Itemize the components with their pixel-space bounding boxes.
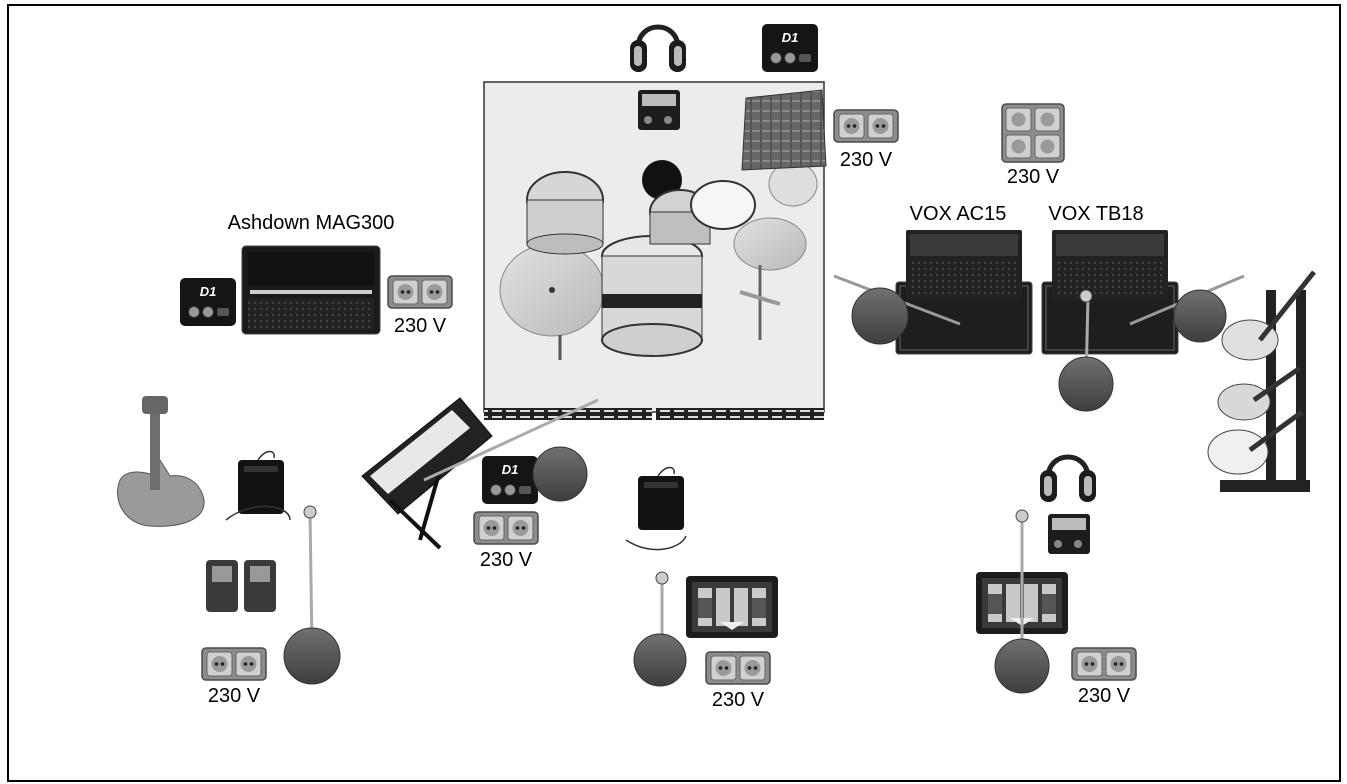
mic-stand-icon (1129, 274, 1245, 343)
power-outlet-icon (201, 647, 267, 681)
power-outlet-icon (1001, 103, 1065, 163)
bass-amp-label: Ashdown MAG300 (228, 212, 395, 234)
wireless-bodypack-icon (237, 450, 285, 515)
di-box-icon (481, 455, 539, 505)
mic-stand-icon (423, 398, 599, 502)
power-label: 230 V (480, 549, 533, 571)
power-label: 230 V (1007, 166, 1060, 188)
guitar-amp-label: VOX TB18 (1048, 203, 1143, 225)
power-label: 230 V (394, 315, 447, 337)
bodypack-cable (625, 535, 687, 551)
bass-guitar-icon (117, 396, 205, 527)
di-box-icon (179, 277, 237, 327)
di-box-icon (761, 23, 819, 73)
power-label: 230 V (840, 149, 893, 171)
guitar-amp-label: VOX AC15 (910, 203, 1007, 225)
guitar-amp-icon (1041, 229, 1179, 355)
guitar-amp-icon (895, 229, 1033, 355)
wireless-bodypack-icon (637, 466, 685, 531)
mic-stand-icon (633, 571, 687, 687)
power-outlet-icon (1071, 647, 1137, 681)
effect-pedals-icon (206, 560, 276, 612)
bass-amp-icon (241, 245, 381, 335)
drum-kit-icon (499, 160, 818, 360)
guitar-rack-icon (1207, 270, 1316, 492)
music-stand-icon (741, 89, 827, 171)
headphone-amp-icon (638, 90, 680, 130)
power-label: 230 V (208, 685, 261, 707)
power-outlet-icon (387, 275, 453, 309)
bodypack-cable (225, 505, 291, 521)
power-outlet-icon (473, 511, 539, 545)
power-label: 230 V (1078, 685, 1131, 707)
mic-stand-icon (833, 274, 961, 345)
pedalboard-icon (686, 576, 778, 638)
power-label: 230 V (712, 689, 765, 711)
mic-stand-icon (994, 509, 1050, 694)
power-outlet-icon (833, 109, 899, 143)
mic-stand-icon (283, 505, 341, 685)
mic-stand-icon (1058, 289, 1114, 412)
power-outlet-icon (705, 651, 771, 685)
keyboard-on-stand-icon (361, 397, 493, 550)
headphone-amp-icon (1048, 514, 1090, 554)
